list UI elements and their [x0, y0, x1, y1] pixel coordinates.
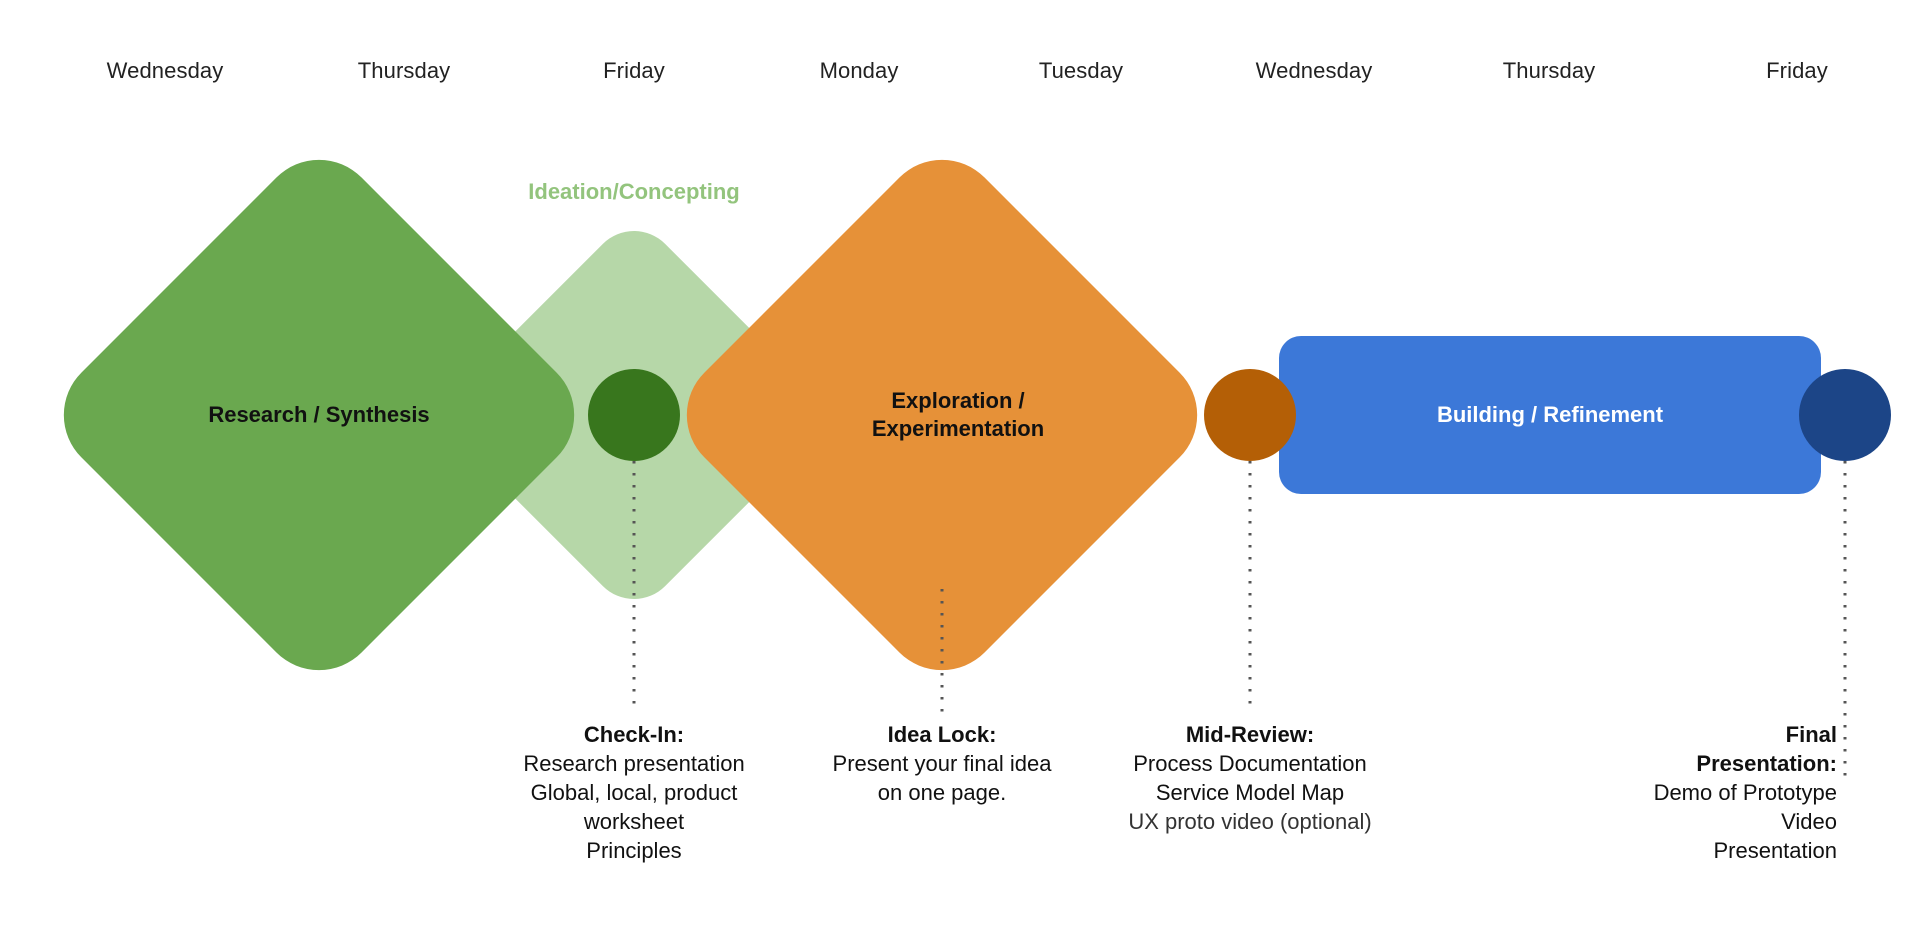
day-label: Wednesday: [106, 58, 224, 83]
milestone-title: Check-In:: [583, 722, 685, 747]
mid-review-milestone: Mid-Review: Process Documentation Servic…: [1128, 720, 1371, 836]
milestone-item: Global, local, product: [530, 780, 738, 805]
milestone-item: Principles: [586, 838, 682, 863]
milestone-item: Research presentation: [523, 751, 745, 776]
day-label: Thursday: [357, 58, 451, 83]
day-label: Thursday: [1502, 58, 1596, 83]
milestone-item: Service Model Map: [1155, 780, 1345, 805]
final-presentation-milestone-dot: [1799, 369, 1891, 461]
research-phase-label: Research / Synthesis: [208, 402, 430, 427]
idea-lock-milestone: Idea Lock: Present your final idea on on…: [833, 720, 1052, 807]
day-label: Friday: [1766, 58, 1828, 83]
building-block: [1279, 336, 1821, 494]
milestone-title: Idea Lock:: [887, 722, 997, 747]
final-presentation-milestone: Final Presentation: Demo of Prototype Vi…: [1654, 720, 1837, 865]
milestone-item: Process Documentation: [1133, 751, 1367, 776]
ideation-phase-label: Ideation/Concepting: [528, 179, 740, 204]
exploration-label-line1: Exploration /: [891, 388, 1025, 413]
check-in-milestone: Check-In: Research presentation Global, …: [523, 720, 744, 865]
day-label: Friday: [603, 58, 665, 83]
exploration-label-line2: Experimentation: [871, 416, 1045, 441]
milestone-item: Present your final idea: [832, 751, 1052, 776]
building-phase-label: Building / Refinement: [1436, 402, 1664, 427]
mid-review-milestone-dot: [1204, 369, 1296, 461]
milestone-item: Presentation: [1713, 838, 1837, 863]
milestone-item: on one page.: [877, 780, 1007, 805]
milestone-item: worksheet: [583, 809, 685, 834]
check-in-milestone-dot: [588, 369, 680, 461]
research-diamond: [63, 159, 575, 671]
milestone-item: Video: [1781, 809, 1837, 834]
milestone-item: UX proto video (optional): [1128, 809, 1372, 834]
exploration-phase-label: Exploration / Experimentation: [872, 387, 1044, 443]
milestone-item: Demo of Prototype: [1653, 780, 1837, 805]
day-label: Tuesday: [1038, 58, 1124, 83]
day-label: Monday: [819, 58, 899, 83]
milestone-title: Mid-Review:: [1185, 722, 1315, 747]
milestone-title: Final Presentation:: [1696, 722, 1837, 776]
day-label: Wednesday: [1255, 58, 1373, 83]
exploration-diamond: [686, 159, 1198, 671]
